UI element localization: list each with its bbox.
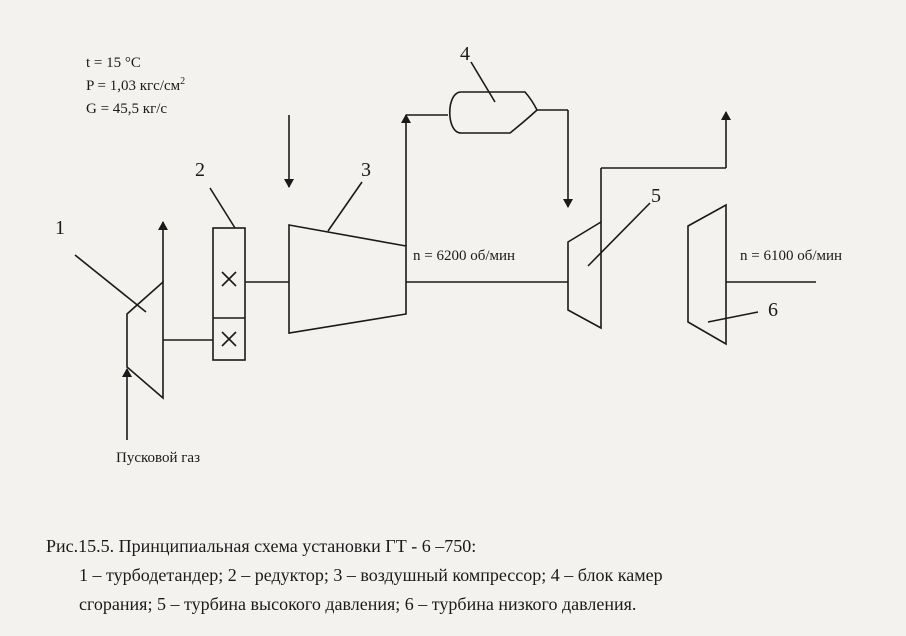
leader-line-3	[327, 181, 363, 232]
label-3: 3	[361, 159, 371, 181]
leader-line-6	[707, 311, 759, 323]
gearbox	[212, 227, 246, 361]
lp-turbine	[687, 203, 727, 346]
label-1: 1	[55, 217, 65, 239]
label-5: 5	[651, 185, 661, 207]
label-4: 4	[460, 43, 470, 65]
leader-line-1	[74, 254, 147, 313]
leader-line-2	[209, 187, 236, 229]
hp-turbine	[567, 220, 602, 330]
leader-line-5	[587, 202, 651, 267]
start-gas-label: Пусковой газ	[116, 450, 201, 466]
lp-shaft-speed: n = 6100 об/мин	[740, 248, 843, 264]
flow-text: G = 45,5 кг/с	[86, 101, 168, 117]
turbo-expander	[126, 280, 164, 400]
pressure-text: P = 1,03 кгс/см2	[86, 76, 186, 95]
figure-caption: Рис.15.5. Принципиальная схема установки…	[46, 532, 663, 619]
temperature-text: t = 15 °C	[86, 55, 141, 71]
caption-title: Рис.15.5. Принципиальная схема установки…	[46, 536, 477, 556]
caption-line-3: сгорания; 5 – турбина высокого давления;…	[79, 594, 637, 614]
leader-line-4	[470, 61, 496, 103]
label-6: 6	[768, 299, 778, 321]
label-2: 2	[195, 159, 205, 181]
inlet-conditions: t = 15 °C P = 1,03 кгс/см2 G = 45,5 кг/с	[86, 52, 185, 121]
combustion-chamber	[449, 91, 538, 134]
hp-shaft-speed: n = 6200 об/мин	[413, 248, 516, 264]
air-compressor	[288, 224, 407, 334]
caption-line-2: 1 – турбодетандер; 2 – редуктор; 3 – воз…	[79, 565, 663, 585]
